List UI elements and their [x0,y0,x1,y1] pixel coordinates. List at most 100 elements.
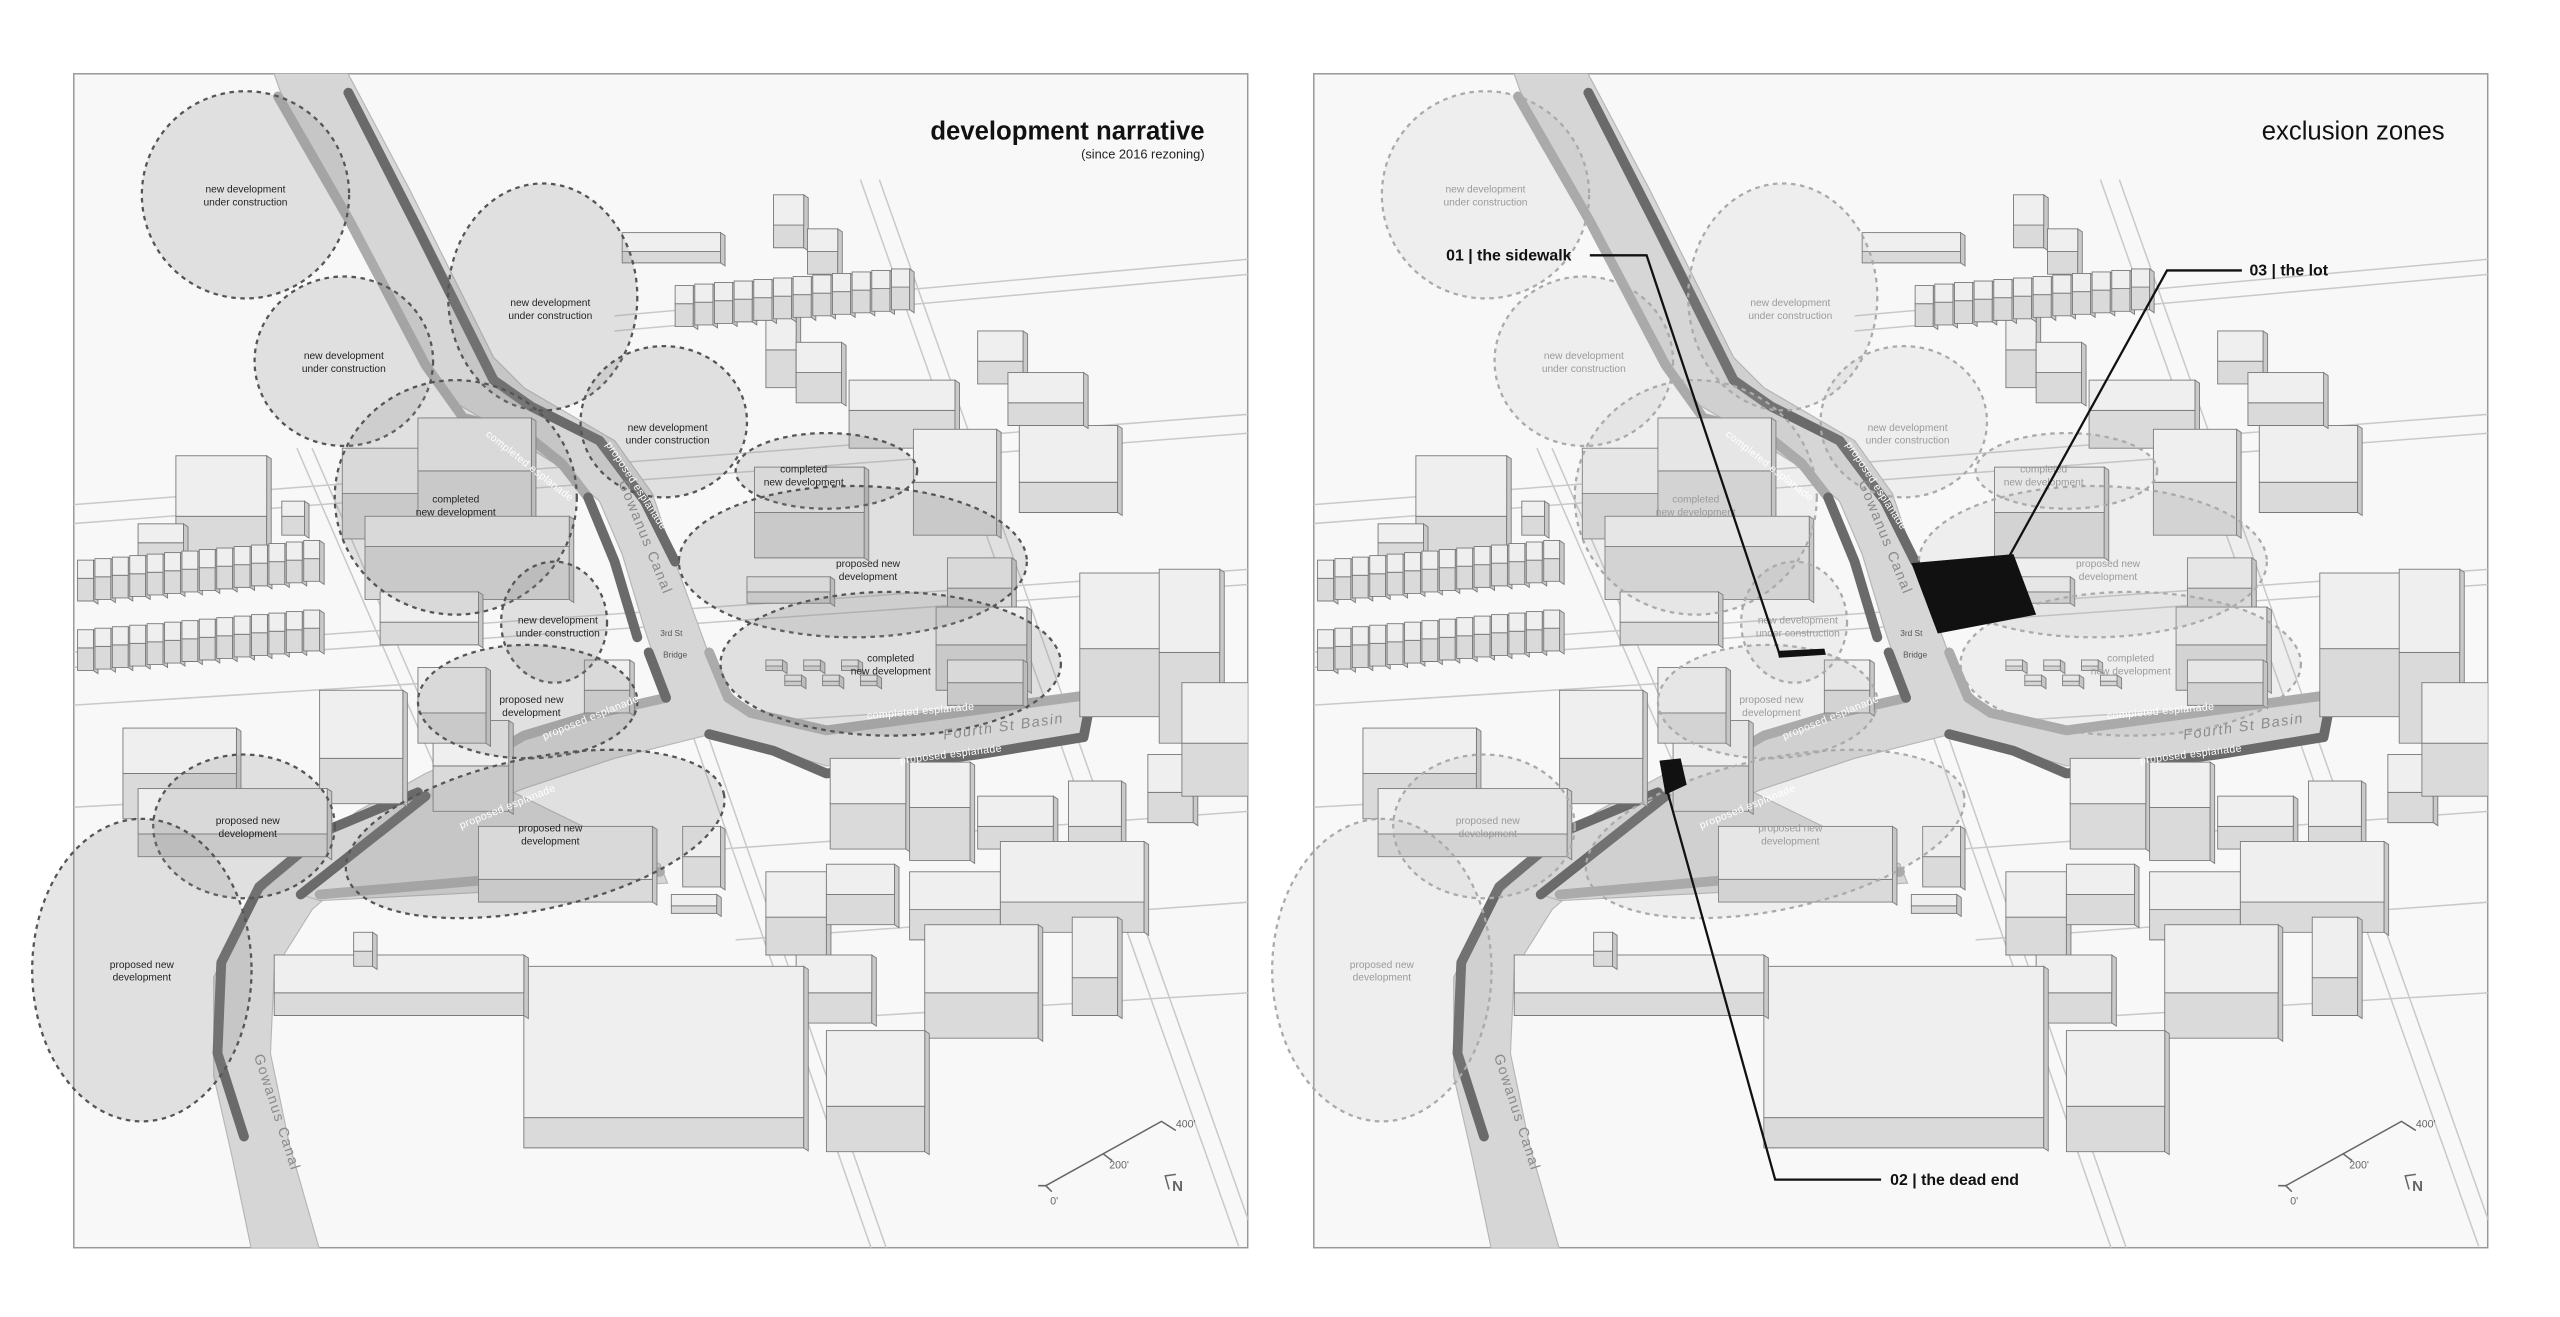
building [1543,539,1565,586]
esplanade-proposed [1883,647,1911,703]
building [765,311,802,392]
north-arrow-icon [1164,1173,1176,1190]
building [1657,666,1732,748]
scale-tick [1102,1153,1113,1162]
building [523,965,809,1152]
development-zone [1974,431,2159,510]
building [841,659,864,675]
building [303,539,325,586]
zone-label: development [1353,973,1412,984]
zone-label: new development [1758,616,1838,627]
development-zone [1380,90,1591,300]
building [1718,825,1898,906]
north-arrow-icon [2404,1173,2416,1190]
zone-label: development [839,572,898,583]
zone-label: completed [867,654,914,665]
zone-label: development [113,973,172,984]
development-zone [719,590,1063,737]
building [2024,674,2047,690]
building [909,761,976,865]
development-zone [416,643,639,760]
zone-label: completed [432,495,479,506]
north-label: N [2412,1178,2423,1195]
building [2258,424,2363,517]
development-zone [447,182,639,412]
development-zone [152,753,336,900]
street-edge [1313,681,1674,706]
zone-label: development [2079,572,2138,583]
building [1934,283,1958,329]
zone-label: proposed new [1456,816,1521,827]
zone-label: new development [1656,508,1736,519]
exclusion-shape [1777,648,1826,658]
building [1415,454,1512,566]
north-label: N [1172,1178,1183,1195]
building [2035,954,2117,1027]
building [670,893,722,918]
zone-label: completed [780,464,827,475]
esplanade-proposed [295,791,431,900]
building [1763,965,2049,1152]
zone-layer [31,90,1063,1123]
callout-label: 03 | the lot [2249,263,2328,280]
building [746,575,836,608]
building [1513,954,1769,1020]
scale-label: 400' [2416,1118,2436,1130]
zone-label: proposed new [499,695,564,706]
map-base [1313,73,2488,1248]
building [754,466,870,562]
exclusion-shape [1659,758,1687,795]
development-zone [1819,344,1989,499]
development-zone [1656,643,1879,760]
zone-label: under construction [1542,364,1626,375]
building [1910,893,1962,918]
building [1994,466,2110,562]
building [807,227,843,279]
zone-label: proposed new [1350,960,1415,971]
zone-label: new development [2091,666,2171,677]
building [795,341,847,407]
building [924,923,1044,1043]
building [1181,682,1248,797]
esplanade-proposed [1583,87,1921,567]
building [1593,931,1618,971]
building [1619,591,1724,649]
callout-leader [1665,789,1882,1181]
scale-tick [2342,1153,2353,1162]
building [2043,659,2066,675]
street-label: 3rd St [660,628,683,638]
scale-label: 200' [2349,1159,2369,1171]
building [1604,515,1815,604]
scale-bar: 0' 200' 400' N [2278,1118,2436,1208]
building [319,689,408,808]
building [2081,659,2104,675]
building [772,193,809,252]
building [1438,548,1461,595]
building [417,666,492,748]
scale-label: 200' [1109,1159,1129,1171]
building [2149,761,2216,865]
building [273,954,529,1020]
development-zone [1584,748,1966,920]
building [765,870,832,959]
scale-line [1045,1120,1177,1187]
zone-label: proposed new [1739,695,1804,706]
building [1007,371,1089,430]
esplanade-proposed [1452,787,1663,1142]
scale-label: 0' [2290,1196,2298,1208]
building [1543,609,1565,655]
esplanade-proposed [343,87,681,567]
building [417,417,537,528]
zone-label: under construction [626,436,710,447]
building [2005,870,2072,959]
zone-label: new development [1868,423,1948,434]
building [2186,659,2269,710]
building [137,787,333,861]
building [1071,916,1123,1020]
building [822,674,845,690]
building [890,268,915,314]
callout-leader [2008,269,2242,557]
bridge-label: Bridge [663,650,687,660]
zone-label: under construction [508,311,592,322]
building [2421,682,2488,797]
